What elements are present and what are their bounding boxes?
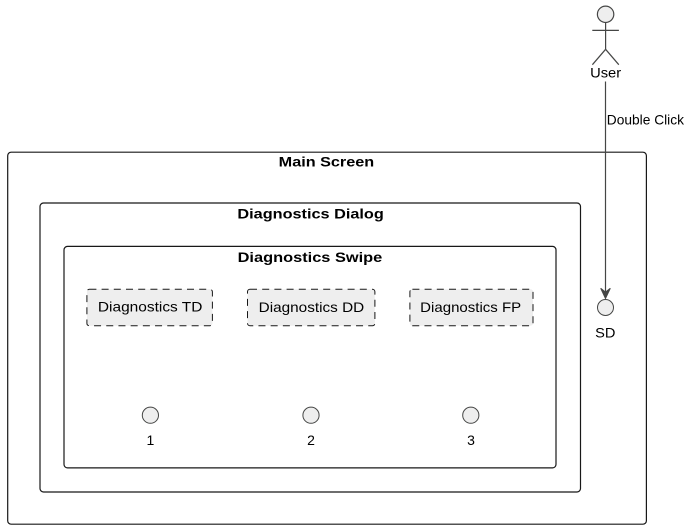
svg-text:1: 1 (147, 432, 155, 448)
svg-text:3: 3 (467, 432, 475, 448)
svg-text:Diagnostics Swipe: Diagnostics Swipe (238, 249, 383, 265)
svg-text:Diagnostics FP: Diagnostics FP (420, 299, 521, 315)
svg-text:Diagnostics TD: Diagnostics TD (98, 298, 202, 314)
svg-text:Main Screen: Main Screen (279, 154, 375, 170)
svg-text:Double Click: Double Click (607, 111, 685, 127)
svg-text:SD: SD (595, 325, 615, 341)
svg-text:Diagnostics Dialog: Diagnostics Dialog (237, 206, 383, 222)
svg-text:User: User (590, 64, 621, 80)
svg-text:2: 2 (307, 432, 315, 448)
svg-text:Diagnostics DD: Diagnostics DD (259, 299, 365, 315)
